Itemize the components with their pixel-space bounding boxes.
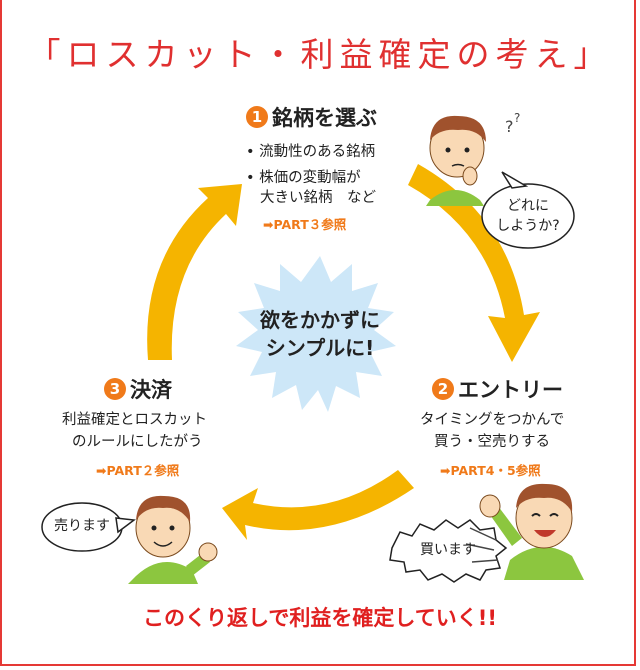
speech-bubble-1 [481, 171, 575, 249]
step-2-line-1: タイミングをつかんで [420, 412, 565, 428]
step-2-heading: 2 エントリー [432, 374, 563, 404]
step-3-heading: 3 決済 [104, 374, 172, 404]
step-3-number-badge: 3 [104, 378, 126, 400]
svg-text:?: ? [505, 117, 514, 136]
center-line-1: 欲をかかずに [260, 308, 380, 332]
bubble-2-text: 買います [420, 542, 476, 558]
character-buying-icon [465, 483, 584, 580]
bubble-1-line-2: しようか? [496, 218, 560, 234]
step-3-line-2: のルールにしたがう [72, 434, 203, 450]
page-title: 「ロスカット・利益確定の考え」 [27, 35, 613, 74]
step-3-reference: ➡PART２参照 [96, 463, 180, 478]
step-2-reference: ➡PART4・5参照 [440, 463, 541, 478]
center-line-2: シンプルに! [265, 336, 375, 360]
step-2-title: エントリー [458, 378, 563, 402]
step-3-title: 決済 [130, 378, 172, 402]
step-1-number-badge: 1 [246, 106, 268, 128]
step-2-line-2: 買う・空売りする [434, 434, 550, 450]
character-selling-icon [128, 495, 218, 584]
center-burst [236, 256, 396, 412]
bubble-3-text: 売ります [54, 518, 110, 534]
speech-bubble-2 [389, 519, 508, 583]
step-1-heading: 1 銘柄を選ぶ [246, 102, 377, 132]
bottom-message: このくり返しで利益を確定していく!! [143, 606, 497, 630]
step-1-line-2: • 株価の変動幅が [246, 170, 361, 186]
center-message: 欲をかかずに シンプルに! [220, 306, 420, 362]
cycle-arrows [147, 164, 540, 540]
step-1-line-1: • 流動性のある銘柄 [246, 144, 376, 160]
bubble-1-text: どれに しようか? [488, 196, 568, 236]
arrow-select-to-entry [408, 164, 540, 362]
arrow-settle-to-select [147, 184, 242, 360]
arrow-entry-to-settle [222, 470, 414, 540]
speech-bubble-3 [41, 502, 136, 552]
step-1-line-3: 大きい銘柄 など [260, 190, 376, 206]
bubble-1-line-1: どれに [507, 198, 549, 214]
character-thinking-icon: ? ? [426, 111, 520, 206]
step-1-title: 銘柄を選ぶ [272, 106, 377, 130]
step-1-reference: ➡PART３参照 [263, 217, 347, 232]
svg-text:?: ? [514, 111, 520, 125]
step-2-number-badge: 2 [432, 378, 454, 400]
step-3-line-1: 利益確定とロスカット [62, 412, 207, 428]
